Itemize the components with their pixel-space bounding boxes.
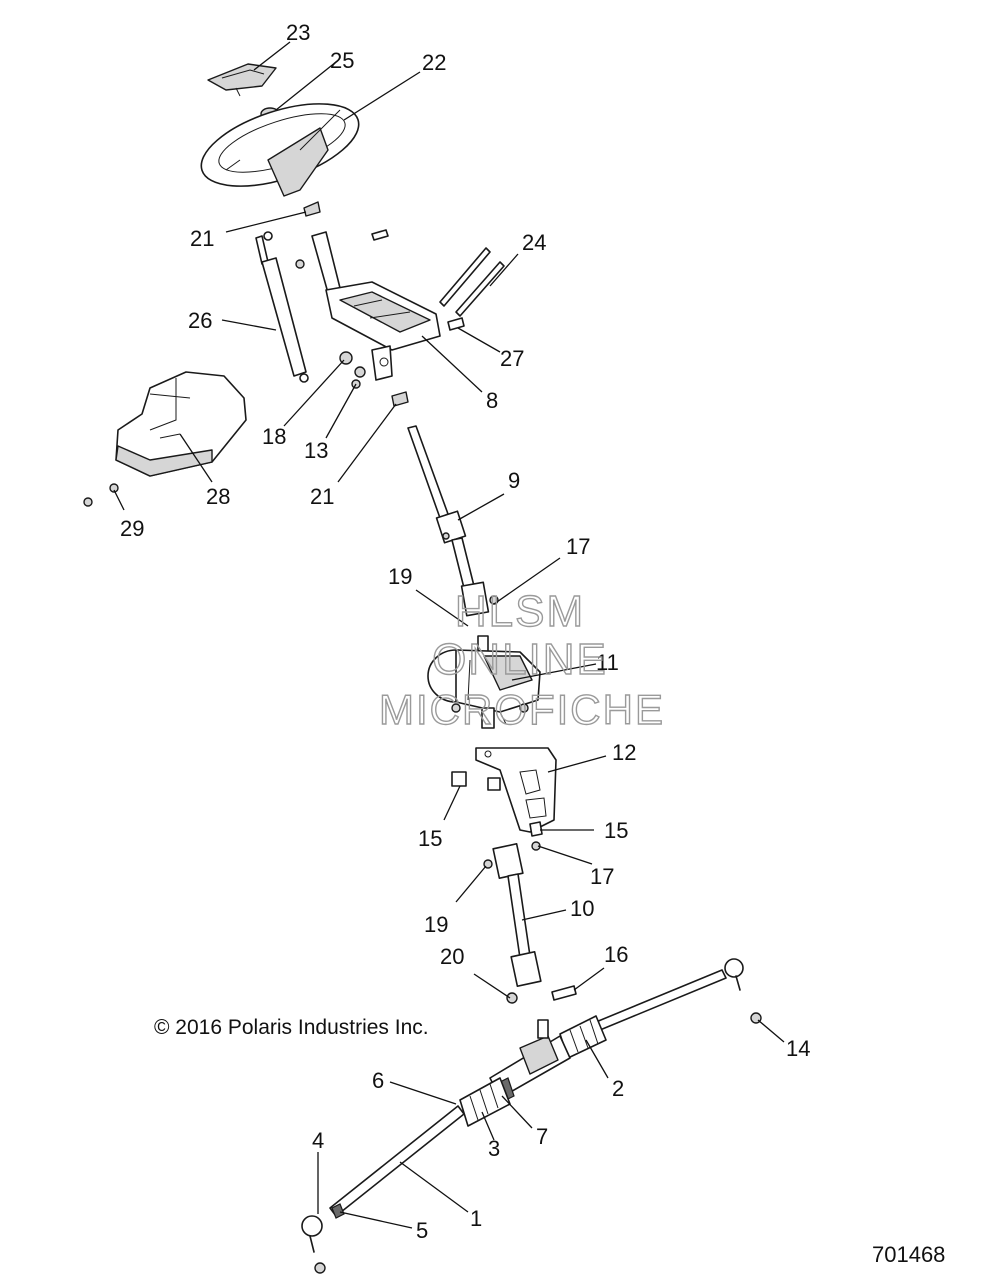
part-8-column-bracket xyxy=(311,231,441,381)
part-9-upper-shaft xyxy=(407,425,499,617)
callout-25: 25 xyxy=(330,48,354,73)
callout-18: 18 xyxy=(262,424,286,449)
callout-7: 7 xyxy=(536,1124,548,1149)
callout-1: 1 xyxy=(470,1206,482,1231)
part-15-bolts xyxy=(451,771,543,837)
callout-22: 22 xyxy=(422,50,446,75)
part-tie-rod-nut xyxy=(314,1262,326,1274)
part-13-nut xyxy=(351,366,366,389)
callout-19-upper: 19 xyxy=(388,564,412,589)
part-11-gearbox xyxy=(427,635,541,729)
callout-17-upper: 17 xyxy=(566,534,590,559)
callout-17-lower: 17 xyxy=(590,864,614,889)
callout-19-lower: 19 xyxy=(424,912,448,937)
part-29-fasteners xyxy=(83,483,119,507)
callout-26: 26 xyxy=(188,308,212,333)
part-26-gas-strut xyxy=(255,231,309,383)
part-16-bolt xyxy=(551,985,577,1001)
watermark: HLSM ONLINE MICROFICHE xyxy=(378,586,665,733)
callout-8: 8 xyxy=(486,388,498,413)
watermark-line-1: HLSM xyxy=(455,587,585,636)
part-21-bushing-lower xyxy=(391,391,409,407)
callout-21-upper: 21 xyxy=(190,226,214,251)
callout-29: 29 xyxy=(120,516,144,541)
drawing-number: 701468 xyxy=(872,1242,945,1267)
callout-4: 4 xyxy=(312,1128,324,1153)
callout-11: 11 xyxy=(596,650,619,675)
callout-24: 24 xyxy=(522,230,546,255)
callout-2: 2 xyxy=(612,1076,624,1101)
leader-lines xyxy=(113,41,785,1229)
callout-10: 10 xyxy=(570,896,594,921)
part-27-screw xyxy=(447,317,465,331)
callout-16: 16 xyxy=(604,942,628,967)
callout-28: 28 xyxy=(206,484,230,509)
part-24-bolts xyxy=(439,247,505,317)
part-bracket-screw xyxy=(371,229,389,241)
callout-6: 6 xyxy=(372,1068,384,1093)
callout-15-right: 15 xyxy=(604,818,628,843)
callout-5: 5 xyxy=(416,1218,428,1243)
part-23-wheel-cap xyxy=(207,63,277,97)
callout-15-left: 15 xyxy=(418,826,442,851)
callout-20: 20 xyxy=(440,944,464,969)
part-10-lower-shaft xyxy=(492,843,542,987)
callout-labels: 23 25 22 21 24 26 27 8 18 13 21 28 29 9 … xyxy=(120,20,810,1243)
part-22-steering-wheel xyxy=(200,103,360,197)
callout-12: 12 xyxy=(612,740,636,765)
callout-21-lower: 21 xyxy=(310,484,334,509)
part-nut-small xyxy=(295,259,305,269)
rack-and-pinion-assembly xyxy=(301,958,744,1253)
callout-14: 14 xyxy=(786,1036,810,1061)
part-21-bushing-upper xyxy=(303,201,321,217)
part-12-gearbox-bracket xyxy=(475,747,557,833)
callout-9: 9 xyxy=(508,468,520,493)
watermark-line-2: ONLINE xyxy=(432,635,608,684)
callout-13: 13 xyxy=(304,438,328,463)
copyright-notice: © 2016 Polaris Industries Inc. xyxy=(154,1016,429,1039)
callout-3: 3 xyxy=(488,1136,500,1161)
part-20-nut xyxy=(506,992,518,1004)
watermark-line-3: MICROFICHE xyxy=(379,686,665,733)
callout-23: 23 xyxy=(286,20,310,45)
callout-27: 27 xyxy=(500,346,524,371)
part-28-column-cover xyxy=(115,371,247,477)
